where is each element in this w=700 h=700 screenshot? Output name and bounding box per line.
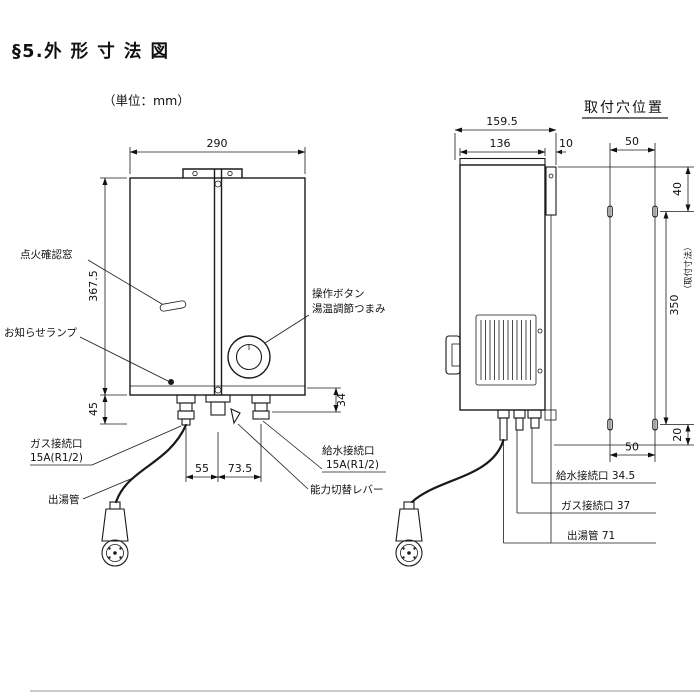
label-gas-port-size: 15A(R1/2): [30, 452, 83, 464]
side-dimensions: 159.5 136 10: [454, 115, 573, 165]
dim-width: 290: [207, 137, 228, 150]
shower-head-side: [395, 501, 423, 567]
label-capacity-lever: 能力切替レバー: [310, 483, 384, 496]
outlet-pipe-side: [410, 438, 505, 504]
label-operation-button: 操作ボタン: [312, 287, 365, 300]
dim-hole-pitch-bottom: 50: [625, 441, 639, 454]
mount-hole-bottom-left: [607, 418, 613, 431]
unit-note: （単位：mm）: [103, 93, 190, 108]
dim-bottom-height: 45: [87, 402, 100, 416]
label-side-gas-port: ガス接続口 37: [561, 499, 630, 512]
label-outlet-pipe: 出湯管: [48, 493, 80, 506]
dim-height: 367.5: [87, 270, 100, 302]
dim-hole-pitch-vertical-note: （取付寸法）: [683, 242, 694, 293]
shower-head-front: [101, 501, 129, 567]
dim-water-offset: 73.5: [228, 462, 253, 475]
label-side-outlet-pipe: 出湯管 71: [567, 529, 615, 542]
page-title: §5.外 形 寸 法 図: [12, 41, 169, 62]
mount-hole-top-left: [607, 205, 613, 218]
notice-lamp: [168, 379, 174, 385]
label-side-water-port: 給水接続口 34.5: [556, 469, 635, 482]
wall-mount-bracket: [544, 166, 557, 543]
label-water-port: 給水接続口: [322, 444, 375, 457]
mount-hole-top-right: [652, 205, 658, 218]
mount-hole-bottom-right: [652, 418, 658, 431]
dim-pipe-height: 34: [335, 393, 348, 407]
front-pipe-fittings: [176, 394, 271, 426]
front-body-outline: [129, 168, 306, 396]
mounting-hole-layout: 50 40 350 （取付寸法） 20 50: [554, 135, 694, 462]
side-connection-labels: 給水接続口 34.5 ガス接続口 37 出湯管 71: [503, 428, 656, 544]
front-dimensions: 290 367.5 45 34 55 73.5: [87, 137, 348, 482]
dim-hole-pitch-top: 50: [625, 135, 639, 148]
dim-hole-top-offset: 40: [671, 182, 684, 196]
side-view: 159.5 136 10 50: [395, 115, 694, 567]
side-pipe-fittings: [497, 409, 542, 441]
outlet-pipe-front: [114, 423, 188, 504]
temp-control-knob: [227, 335, 271, 379]
dim-hole-pitch-vertical: 350: [668, 295, 681, 316]
label-notice-lamp: お知らせランプ: [4, 326, 77, 339]
front-part-labels: 点火確認窓 お知らせランプ 操作ボタン 湯温調節つまみ ガス接続口 15A(R1…: [4, 248, 386, 506]
ignition-window: [159, 300, 187, 312]
side-body-outline: [445, 157, 546, 411]
dim-gas-offset: 55: [195, 462, 209, 475]
label-ignition-window: 点火確認窓: [20, 248, 73, 261]
dim-bracket-gap: 10: [559, 137, 573, 150]
dim-total-depth: 159.5: [486, 115, 518, 128]
mounting-hole-title: 取付穴位置: [584, 100, 664, 116]
label-gas-port: ガス接続口: [30, 437, 83, 450]
label-temp-knob: 湯温調節つまみ: [312, 302, 386, 315]
dim-hole-bottom-offset: 20: [671, 428, 684, 442]
dim-body-depth: 136: [490, 137, 511, 150]
side-vent-slots: [480, 320, 531, 380]
label-water-port-size: 15A(R1/2): [326, 459, 379, 471]
front-view: 290 367.5 45 34 55 73.5 点火確認窓 お知らせランプ: [4, 137, 386, 567]
